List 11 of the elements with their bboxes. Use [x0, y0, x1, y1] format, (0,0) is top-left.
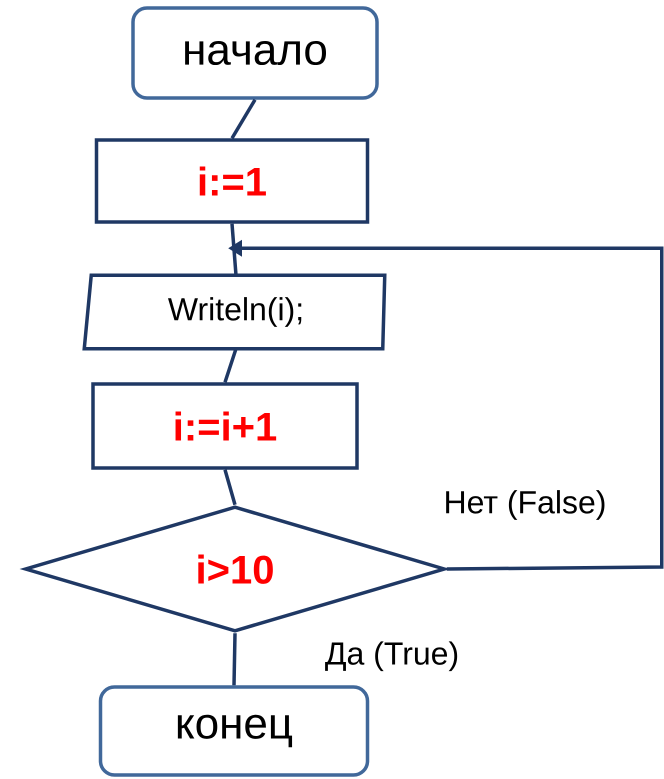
connector-line: [230, 98, 256, 140]
connector-line: [223, 469, 237, 506]
terminal-box: конец: [98, 685, 370, 777]
connector-line: [230, 224, 238, 276]
connector-line: [223, 348, 238, 383]
connector-line: [232, 633, 237, 686]
edge-label: Да (True): [322, 639, 462, 674]
terminal-box: начало: [131, 6, 379, 100]
process-box: i:=1: [94, 138, 370, 224]
edge-label: Нет (False): [442, 488, 608, 522]
process-box: i:=i+1: [91, 382, 359, 470]
